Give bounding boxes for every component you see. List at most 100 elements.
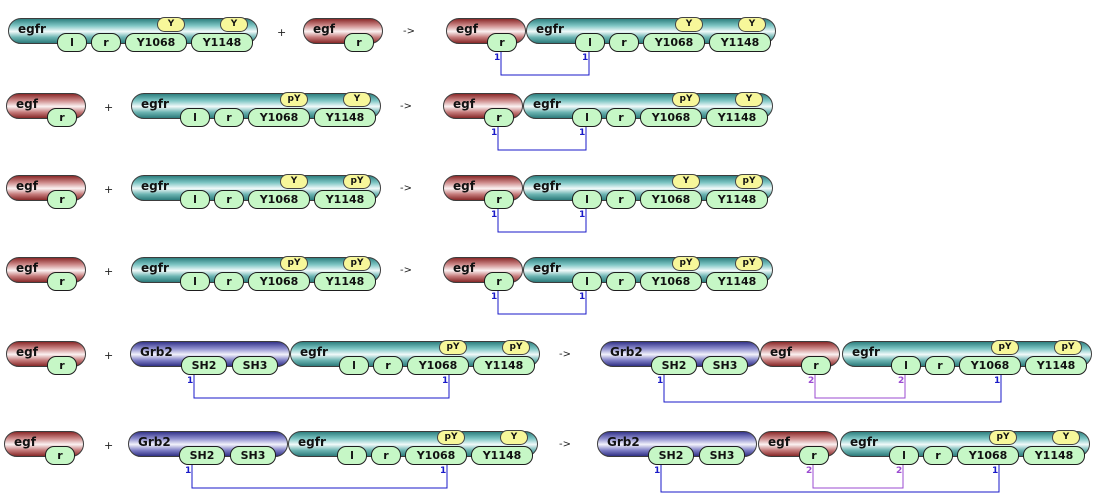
component-r: r [214, 190, 244, 209]
component-y1068: Y1068 [248, 190, 310, 209]
bond-egf-egfr-label-1: 2 [806, 466, 812, 476]
component-y1148: Y1148 [1025, 356, 1087, 375]
component-l: l [572, 190, 602, 209]
component-r: r [373, 356, 403, 375]
y1148-state-badge: pY [343, 256, 371, 271]
component-y1148: Y1148 [314, 272, 376, 291]
bond-grb2-egfr-label-2: 1 [440, 466, 446, 476]
molecule-name: egfr [141, 97, 169, 111]
bond-egf-egfr [500, 51, 590, 76]
molecule-name: egf [768, 435, 790, 449]
component-r: r [801, 356, 831, 375]
bond-grb2-egfr [191, 464, 448, 489]
component-sh2: SH2 [181, 356, 227, 375]
y1068-state-badge: Y [675, 17, 703, 32]
component-l: l [339, 356, 369, 375]
plus-sign: + [104, 349, 114, 362]
component-y1068: Y1068 [640, 272, 702, 291]
component-y1148: Y1148 [1023, 446, 1085, 465]
component-r: r [47, 272, 77, 291]
bond-egf-egfr [497, 208, 587, 233]
molecule-name: egfr [141, 261, 169, 275]
molecule-name: egfr [852, 345, 880, 359]
component-sh3: SH3 [699, 446, 745, 465]
molecule-name: egfr [298, 435, 326, 449]
y1148-state-badge: pY [502, 340, 530, 355]
y1068-state-badge: pY [989, 430, 1017, 445]
component-y1068: Y1068 [125, 33, 187, 52]
component-y1148: Y1148 [314, 108, 376, 127]
molecule-name: egfr [18, 22, 46, 36]
molecule-name: egf [16, 345, 38, 359]
bond-grb2-egfr-label-2: 1 [994, 376, 1000, 386]
molecule-name: egfr [300, 345, 328, 359]
molecule-name: egfr [141, 179, 169, 193]
molecule-name: egf [770, 345, 792, 359]
component-r: r [484, 108, 514, 127]
molecule-name: egf [453, 261, 475, 275]
bond-egf-egfr-label-2: 2 [896, 466, 902, 476]
molecule-name: egf [456, 22, 478, 36]
component-l: l [337, 446, 367, 465]
component-y1068: Y1068 [957, 446, 1019, 465]
molecule-name: Grb2 [610, 345, 643, 359]
component-r: r [47, 190, 77, 209]
bond-egf-egfr-label-1: 1 [491, 292, 497, 302]
component-l: l [572, 272, 602, 291]
component-r: r [47, 356, 77, 375]
bond-egf-egfr-label-1: 2 [808, 376, 814, 386]
component-r: r [45, 446, 75, 465]
molecule-name: Grb2 [607, 435, 640, 449]
y1068-state-badge: pY [280, 256, 308, 271]
component-r: r [47, 108, 77, 127]
y1148-state-badge: Y [735, 92, 763, 107]
molecule-name: egfr [850, 435, 878, 449]
component-l: l [180, 272, 210, 291]
y1148-state-badge: Y [500, 430, 528, 445]
y1068-state-badge: pY [672, 92, 700, 107]
component-sh2: SH2 [179, 446, 225, 465]
component-y1068: Y1068 [643, 33, 705, 52]
plus-sign: + [277, 26, 287, 39]
plus-sign: + [104, 183, 114, 196]
component-r: r [487, 33, 517, 52]
component-sh3: SH3 [232, 356, 278, 375]
component-r: r [214, 108, 244, 127]
component-y1068: Y1068 [248, 272, 310, 291]
molecule-name: egfr [536, 22, 564, 36]
bond-egf-egfr-label-2: 2 [898, 376, 904, 386]
molecule-name: egf [313, 22, 335, 36]
component-l: l [572, 108, 602, 127]
bond-egf-egfr [497, 126, 587, 151]
reaction-arrow: -> [400, 265, 412, 276]
bond-egf-egfr [497, 290, 587, 315]
y1068-state-badge: Y [280, 174, 308, 189]
bond-egf-egfr [812, 464, 904, 489]
component-r: r [606, 190, 636, 209]
component-l: l [180, 190, 210, 209]
reaction-arrow: -> [400, 101, 412, 112]
bond-grb2-egfr-label-2: 1 [992, 466, 998, 476]
reaction-arrow: -> [400, 183, 412, 194]
bond-grb2-egfr [660, 464, 1000, 493]
bond-egf-egfr-label-1: 1 [491, 210, 497, 220]
component-y1148: Y1148 [191, 33, 253, 52]
component-sh3: SH3 [702, 356, 748, 375]
component-l: l [180, 108, 210, 127]
